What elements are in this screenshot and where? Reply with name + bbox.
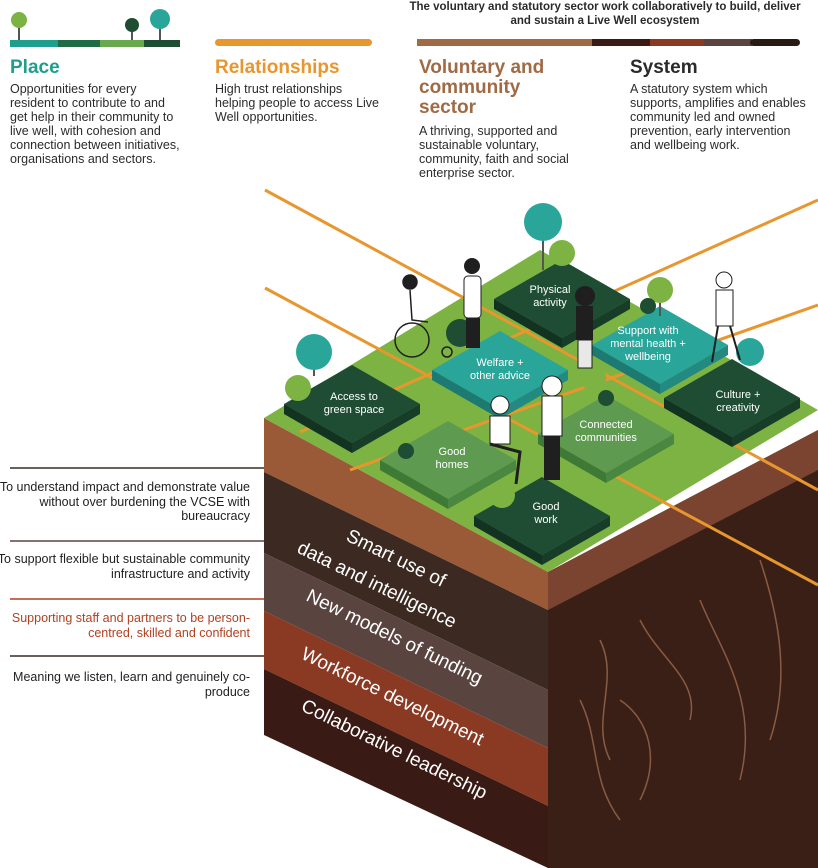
tile-label-line: Access to <box>330 391 378 403</box>
tree-icon <box>125 18 139 32</box>
tile-label-line: creativity <box>716 402 760 414</box>
person-hat-icon <box>711 271 741 363</box>
layer-note-leadership: Meaning we listen, learn and genuinely c… <box>13 670 250 699</box>
tile-label-line: communities <box>575 432 637 444</box>
column-body: A thriving, supported and sustainable vo… <box>419 124 569 180</box>
layer-leadership-left <box>264 669 548 868</box>
soil-top-right <box>548 430 818 610</box>
tile-label-line: Connected <box>579 419 632 431</box>
tile-label-line: Culture + <box>716 389 761 401</box>
tree-icon <box>11 12 27 28</box>
layer-note-data: To understand impact and demonstrate val… <box>0 480 250 523</box>
tile-label-line: Support with <box>617 325 678 337</box>
tile-label-line: other advice <box>470 370 530 382</box>
person-headscarf-icon <box>541 375 563 480</box>
column-title: System <box>630 57 698 78</box>
system-bar-seg <box>592 39 652 46</box>
column-title: Place <box>10 57 60 78</box>
tile-label-welfare-advice: Welfare +other advice <box>470 357 530 382</box>
tile-label-culture-creativity: Culture +creativity <box>716 389 761 414</box>
layer-workforce-left <box>264 611 548 806</box>
roots <box>579 559 782 821</box>
vcse-bar <box>417 39 595 46</box>
person-wheelchair-icon <box>394 274 453 358</box>
column-vcse: Voluntary and community sector A thrivin… <box>419 57 594 181</box>
column-body: A statutory system which supports, ampli… <box>630 82 806 152</box>
tree-icon <box>647 277 673 303</box>
column-title: Voluntary and community sector <box>419 57 545 118</box>
place-bar-seg <box>100 40 144 47</box>
tile-label-line: Good <box>533 501 560 513</box>
tile-label-line: Physical <box>530 284 571 296</box>
tile-label-line: Welfare + <box>476 357 523 369</box>
tile-label-line: work <box>533 514 558 526</box>
tree-icon <box>524 203 562 241</box>
tree-icon <box>640 298 656 314</box>
tree-icon <box>489 482 515 508</box>
tree-icon <box>296 334 332 370</box>
layer-note-funding: To support flexible but sustainable comm… <box>0 552 250 581</box>
tree-icon <box>398 443 414 459</box>
tree-icon <box>580 365 606 391</box>
tree-icon <box>150 9 170 29</box>
layer-data-left <box>264 472 548 690</box>
column-title: Relationships <box>215 57 340 78</box>
tile-label-line: Good <box>439 446 466 458</box>
place-bar-seg <box>144 40 180 47</box>
person-sitting-icon <box>489 395 522 485</box>
header-bars <box>10 9 800 47</box>
system-bar-seg <box>750 39 800 46</box>
relationships-bar <box>215 39 372 46</box>
system-bar-seg <box>704 39 752 46</box>
column-place: Place Opportunities for every resident t… <box>10 57 180 167</box>
soil-top-left <box>264 418 548 610</box>
layer-note-workforce: Supporting staff and partners to be pers… <box>11 611 250 640</box>
system-bar-seg <box>650 39 706 46</box>
top-banner: The voluntary and statutory sector work … <box>409 1 801 27</box>
tile-label-line: green space <box>324 404 385 416</box>
tile-label-line: wellbeing <box>624 351 671 363</box>
person-walking-icon <box>575 286 595 369</box>
column-system: System A statutory system which supports… <box>630 57 810 153</box>
person-standing-icon <box>463 258 482 348</box>
tree-icon <box>598 390 614 406</box>
column-relationships: Relationships High trust relationships h… <box>215 57 380 125</box>
tile-label-line: homes <box>435 459 469 471</box>
tree-icon <box>736 338 764 366</box>
tree-icon <box>285 375 311 401</box>
column-body: High trust relationships helping people … <box>215 82 380 124</box>
tile-label-line: activity <box>533 297 567 309</box>
layer-funding-left <box>264 553 548 748</box>
tree-icon <box>549 240 575 266</box>
column-body: Opportunities for every resident to cont… <box>10 82 180 166</box>
place-bar-seg <box>58 40 100 47</box>
place-bar-seg <box>10 40 58 47</box>
tile-label-line: mental health + <box>610 338 686 350</box>
